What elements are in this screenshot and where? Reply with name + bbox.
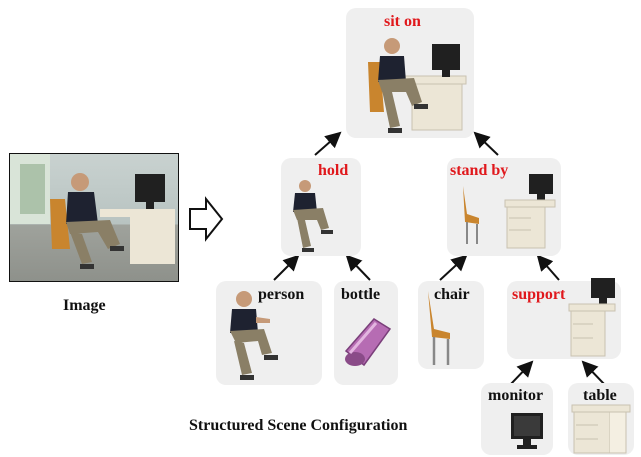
stand-by-chair-icon [463, 186, 479, 244]
support-desk-icon [568, 278, 616, 357]
hold-person-icon [293, 180, 333, 252]
node-support: support [507, 278, 621, 359]
edge-support-to-stand-by [536, 254, 560, 281]
edge-stand-by-to-sit-on [473, 131, 499, 156]
node-stand-by-label: stand by [450, 162, 509, 179]
node-bottle: bottle [334, 281, 398, 385]
chair-icon [428, 291, 450, 365]
node-table: table [568, 383, 634, 455]
monitor-icon [511, 413, 543, 449]
right-arrow-icon [189, 196, 224, 242]
node-person: person [216, 281, 322, 385]
input-image [9, 153, 179, 282]
stand-by-desk-icon [504, 174, 556, 249]
edge-table-to-support [581, 360, 606, 386]
node-hold-label: hold [318, 162, 349, 179]
node-sit-on: sit on [346, 8, 474, 138]
node-bottle-label: bottle [341, 286, 381, 303]
edge-person-to-hold [273, 254, 300, 281]
node-chair: chair [418, 281, 484, 369]
diagram-caption: Structured Scene Configuration [189, 417, 408, 434]
sit-on-scene-icon [368, 38, 467, 133]
node-chair-label: chair [434, 286, 470, 303]
photo-scene [10, 154, 175, 269]
node-monitor-label: monitor [488, 387, 544, 404]
edge-monitor-to-support [509, 360, 534, 386]
node-hold: hold [281, 158, 361, 256]
edge-hold-to-sit-on [314, 131, 342, 156]
node-sit-on-label: sit on [384, 13, 421, 30]
node-stand-by: stand by [447, 158, 561, 256]
input-image-caption: Image [63, 297, 106, 314]
node-person-label: person [258, 286, 305, 303]
edge-bottle-to-hold [345, 254, 371, 281]
person-icon [230, 291, 278, 380]
node-support-label: support [512, 286, 566, 303]
table-icon [571, 404, 631, 454]
bottle-icon [344, 318, 392, 367]
edge-chair-to-stand-by [439, 254, 468, 281]
node-monitor: monitor [481, 383, 553, 455]
node-table-label: table [583, 387, 617, 404]
